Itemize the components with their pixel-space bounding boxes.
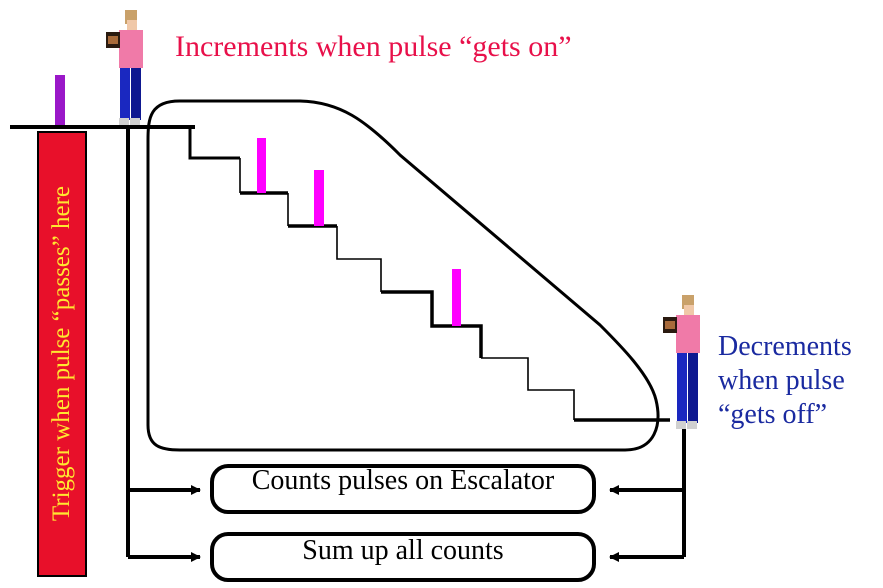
person-with-camera-icon <box>106 10 143 125</box>
trigger-bar <box>37 131 87 577</box>
connection-lines <box>126 127 686 562</box>
sum-box <box>210 532 596 582</box>
trigger-label-container: Trigger when pulse “passes” here <box>38 132 86 576</box>
person-with-camera-icon <box>663 295 700 429</box>
decrements-line-1: Decrements <box>718 331 852 362</box>
pulse-on-step-3 <box>452 269 461 326</box>
decrements-line-3: “gets off” <box>718 399 828 430</box>
decrements-line-2: when pulse <box>718 365 845 396</box>
pulse-entering <box>55 75 65 128</box>
pulse-on-step-1 <box>257 138 266 193</box>
counter-box-label: Counts pulses on Escalator <box>251 465 555 496</box>
counter-box <box>210 464 596 514</box>
increments-label: Increments when pulse “gets on” <box>175 30 572 63</box>
escalator-outline <box>146 99 660 452</box>
pulse-on-step-2 <box>314 170 324 226</box>
trigger-label: Trigger when pulse “passes” here <box>48 186 75 522</box>
escalator-steps <box>188 127 670 422</box>
decrements-label: Decrements when pulse “gets off” <box>718 330 883 432</box>
sum-box-label: Sum up all counts <box>302 535 504 566</box>
